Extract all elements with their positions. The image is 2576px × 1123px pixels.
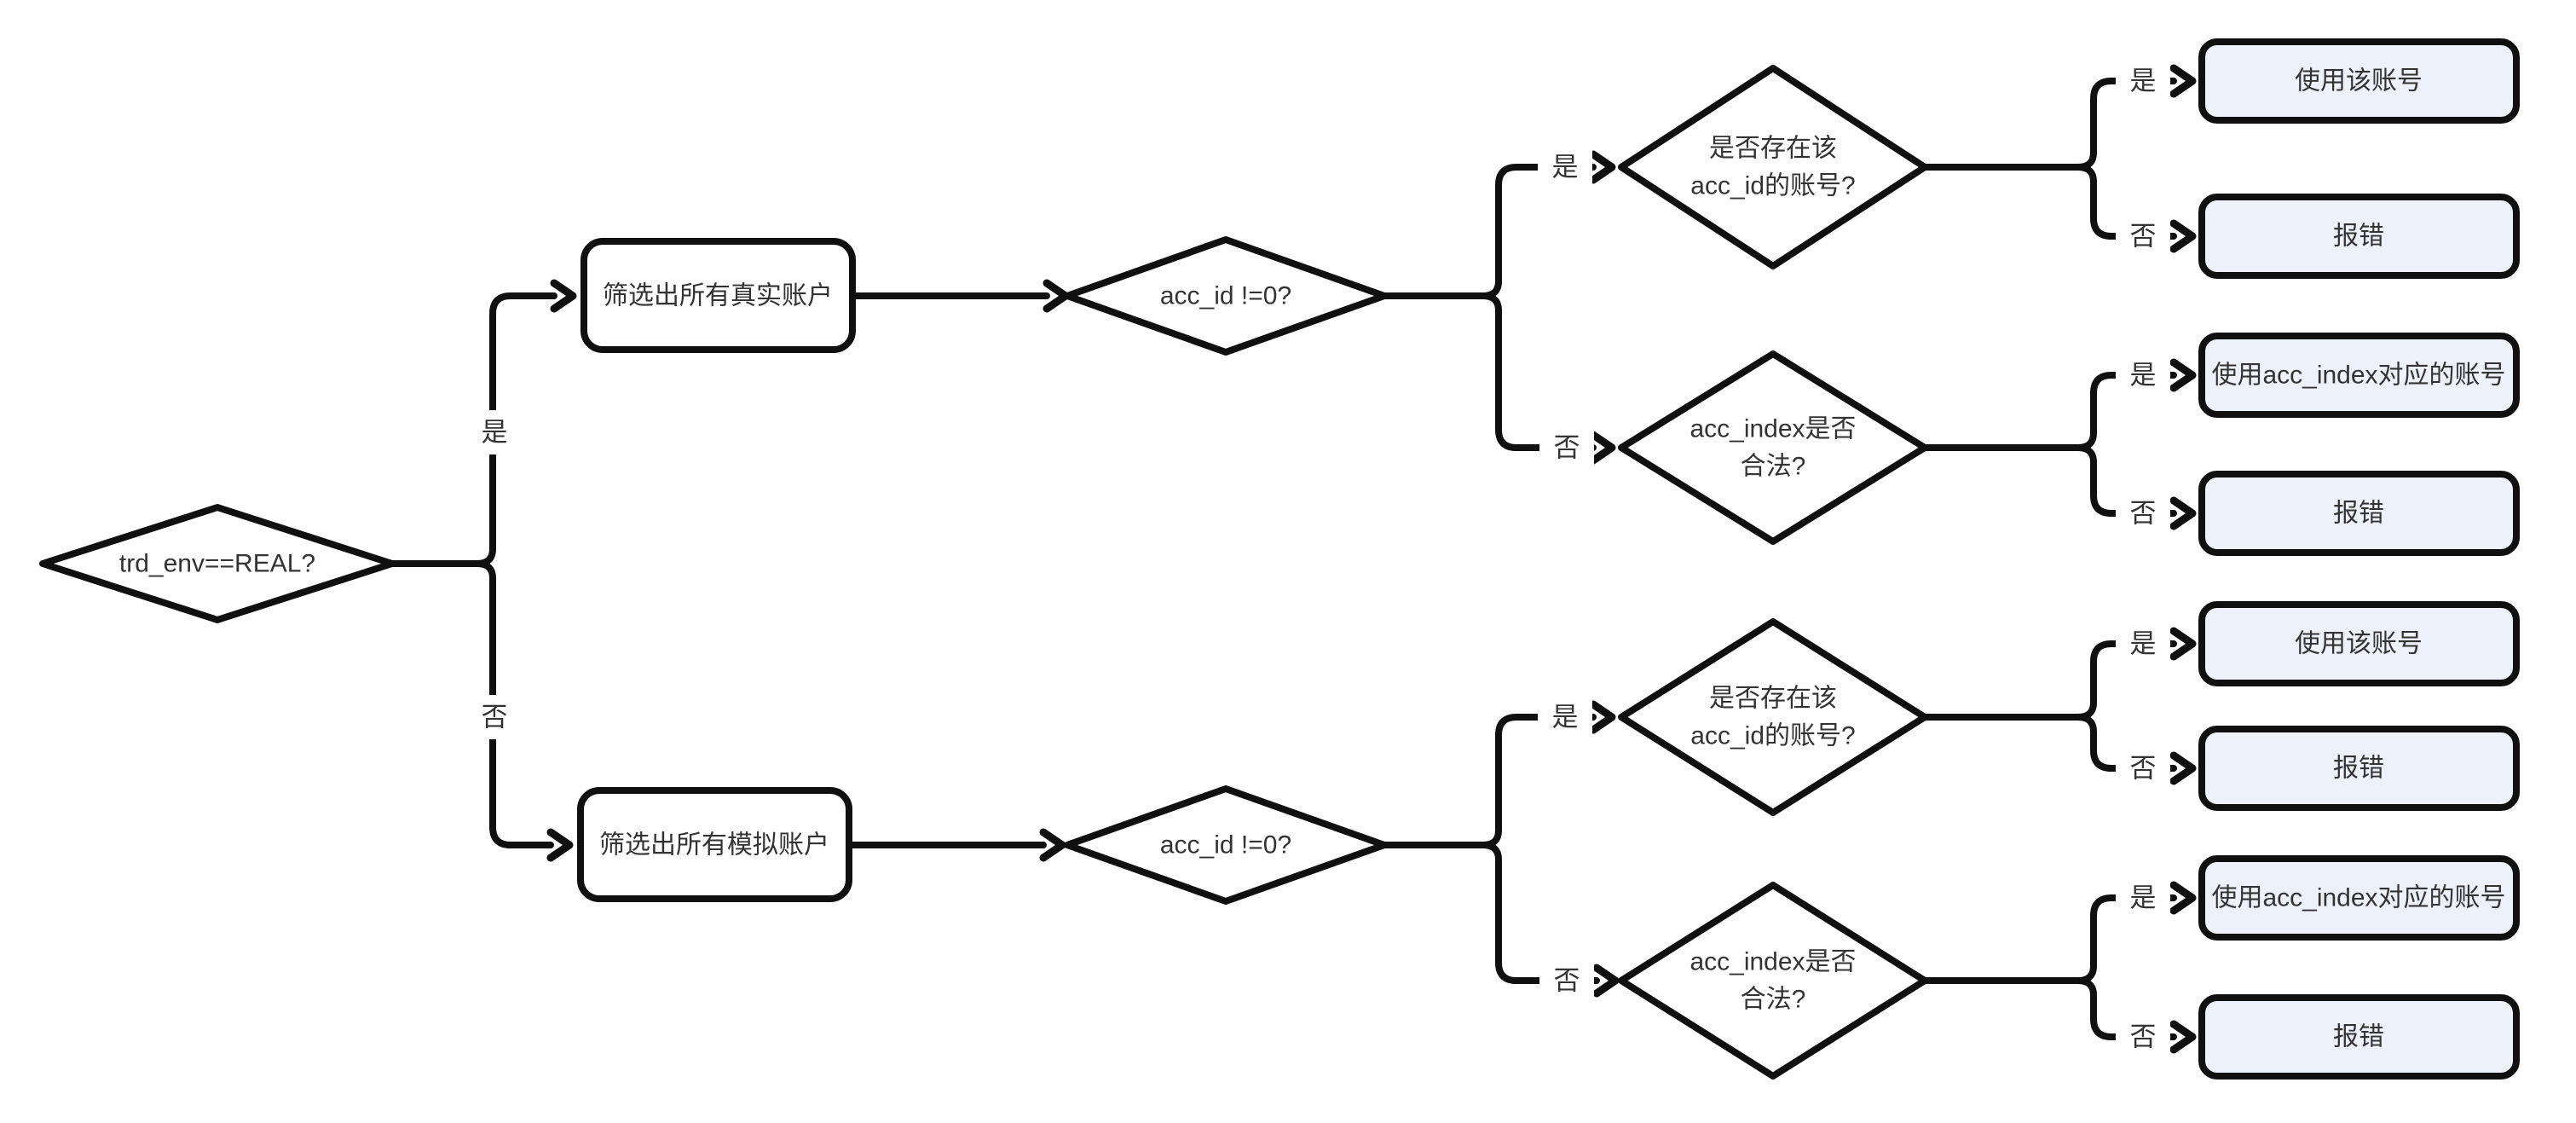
arrow-icon [2169,64,2197,98]
label-backing [472,695,517,739]
decision-index-valid-real [1618,350,1928,545]
terminal-use-index-sim [2198,855,2520,941]
arrow-icon [2169,751,2197,785]
decision-index-valid-sim [1618,882,1928,1080]
terminal-error-real-index-label: 报错 [2333,500,2384,528]
decision-exists-sim-line1: 是否存在该 [1709,685,1837,713]
process-filter-real-accounts [580,238,856,353]
arrow-icon [1039,828,1066,862]
decision-trd-env-label: trd_env==REAL? [119,550,315,578]
decision-exists-sim [1618,618,1928,816]
arrowheads [546,64,2197,1054]
label-backing [1539,960,1594,1001]
edges [389,78,2177,1040]
branch-labels: 是 否 是 否 是 否 是 否 是 否 是 否 是 否 [472,61,2170,1057]
branch-label-yes: 是 [1552,153,1579,182]
terminal-use-index-real [2198,333,2520,418]
decision-index-valid-sim-line1: acc_index是否 [1689,948,1856,976]
edge-root-no [474,560,554,848]
arrow-icon [2169,1020,2197,1054]
terminal-error-sim-id-label: 报错 [2333,755,2384,783]
arrow-icon [2169,627,2197,661]
terminal-error-real-id [2198,194,2520,279]
decision-index-valid-real-line2: 合法? [1741,453,1806,481]
arrow-icon [1589,431,1616,465]
label-backing [472,410,517,454]
label-backing [2116,355,2170,396]
arrow-icon [546,828,574,862]
arrow-icon [1592,964,1620,998]
branch-label-no: 否 [2130,1022,2157,1052]
branch-label-no: 否 [1554,433,1580,463]
terminal-use-index-real-label: 使用acc_index对应的账号 [2211,362,2505,390]
arrow-icon [2169,496,2197,530]
decision-exists-sim-line2: acc_id的账号? [1690,722,1855,750]
branch-label-yes: 是 [2130,67,2157,96]
edge-exists-sim-no [2075,714,2177,772]
terminal-error-real-index [2198,471,2520,556]
decision-accid-sim [1064,785,1388,905]
process-filter-real-label: 筛选出所有真实账户 [603,282,833,310]
decision-exists-real-line2: acc_id的账号? [1690,172,1855,200]
terminal-use-account-real [2198,38,2520,124]
edge-exists-real-no [2075,164,2177,240]
decision-exists-real-line1: 是否存在该 [1709,135,1837,163]
arrow-icon [2169,881,2197,915]
label-backing [2116,61,2170,101]
terminal-use-account-sim-label: 使用该账号 [2295,630,2423,658]
terminal-error-sim-index [2198,994,2520,1080]
decision-accid-sim-label: acc_id !=0? [1160,831,1291,860]
arrow-icon [550,279,577,313]
label-backing [2116,216,2170,257]
arrow-icon [2169,219,2197,253]
branch-label-no: 否 [2130,499,2157,529]
terminal-use-account-real-label: 使用该账号 [2295,67,2423,96]
edge-accid-sim-no [1480,842,1600,984]
branch-label-no: 否 [2130,222,2157,252]
arrow-icon [1589,150,1616,184]
label-backing [2116,623,2170,664]
branch-label-yes: 是 [2130,883,2157,913]
branch-label-yes: 是 [2130,361,2157,391]
decision-index-valid-real-line1: acc_index是否 [1689,415,1856,443]
edge-index-real-no [2075,444,2177,517]
terminal-error-sim-index-label: 报错 [2333,1023,2384,1051]
terminal-use-account-sim [2198,601,2520,686]
branch-label-no: 否 [1554,966,1580,996]
edge-accid-real-no [1480,292,1597,451]
decision-trd-env [39,504,396,623]
terminal-use-index-sim-label: 使用acc_index对应的账号 [2211,884,2505,912]
decision-accid-real-label: acc_id !=0? [1160,282,1291,310]
nodes: trd_env==REAL? 筛选出所有真实账户 筛选出所有模拟账户 acc_i… [39,38,2520,1080]
branch-label-no: 否 [2130,754,2157,784]
label-backing [1538,697,1592,738]
process-filter-sim-label: 筛选出所有模拟账户 [599,831,829,860]
branch-label-yes: 是 [1552,703,1579,732]
terminal-error-sim-id [2198,726,2520,811]
decision-exists-real [1618,65,1928,269]
arrow-icon [1589,700,1616,734]
edge-index-sim-no [2075,977,2177,1040]
label-backing [1539,427,1594,468]
decision-index-valid-sim-line2: 合法? [1741,986,1806,1014]
branch-label-yes: 是 [482,418,508,448]
label-backing [2116,748,2170,789]
label-backing [2116,877,2170,918]
branch-label-yes: 是 [2130,629,2157,659]
branch-label-no: 否 [482,703,508,732]
process-filter-sim-accounts [577,787,852,902]
decision-accid-real [1064,236,1388,356]
label-backing [2116,1016,2170,1057]
arrow-icon [2169,358,2197,392]
label-backing [1538,147,1592,188]
label-backing [2116,493,2170,534]
terminal-error-real-id-label: 报错 [2333,223,2384,251]
